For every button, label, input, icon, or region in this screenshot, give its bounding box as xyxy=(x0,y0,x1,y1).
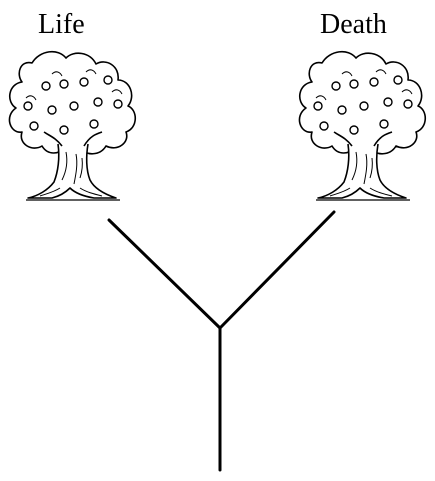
left-fruit-tree-icon xyxy=(8,50,137,201)
right-fruit-tree-icon xyxy=(298,50,427,201)
right-branch-line xyxy=(218,210,336,330)
left-branch-line xyxy=(107,218,222,330)
death-label: Death xyxy=(320,9,387,40)
life-label: Life xyxy=(38,9,85,40)
